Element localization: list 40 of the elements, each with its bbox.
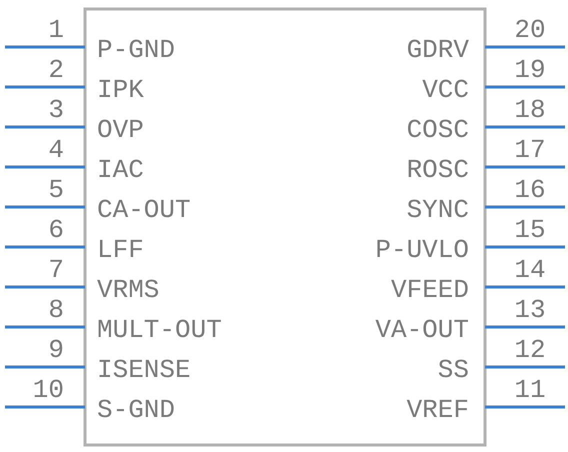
pin-name: VRMS [97, 275, 160, 305]
pin-number: 3 [48, 95, 64, 125]
pin-number: 2 [48, 55, 64, 85]
pin-name: GDRV [406, 35, 469, 65]
pin-number: 14 [514, 255, 546, 285]
pin-number: 18 [514, 95, 546, 125]
pin-name: CA-OUT [97, 195, 191, 225]
pin-number: 15 [514, 215, 546, 245]
pin-number: 10 [32, 375, 64, 405]
pin-name: VREF [406, 395, 469, 425]
pin-number: 13 [514, 295, 546, 325]
pin-name: P-UVLO [375, 235, 469, 265]
pin-name: MULT-OUT [97, 315, 222, 345]
pin-name: VFEED [390, 275, 469, 305]
pin-name: LFF [97, 235, 144, 265]
pin-number: 19 [514, 55, 546, 85]
pin-name: IAC [97, 155, 144, 185]
pin-number: 11 [514, 375, 546, 405]
pin-number: 6 [48, 215, 64, 245]
pin-name: IPK [97, 75, 144, 105]
pin-number: 12 [514, 335, 546, 365]
pin-name: VCC [422, 75, 469, 105]
pin-name: S-GND [97, 395, 176, 425]
pin-number: 16 [514, 175, 546, 205]
pin-name: OVP [97, 115, 144, 145]
pin-number: 8 [48, 295, 64, 325]
pin-number: 5 [48, 175, 64, 205]
pin-name: SYNC [406, 195, 469, 225]
pin-number: 17 [514, 135, 546, 165]
pin-number: 9 [48, 335, 64, 365]
pin-number: 1 [48, 15, 64, 45]
pin-number: 7 [48, 255, 64, 285]
pin-name: VA-OUT [375, 315, 469, 345]
pin-number: 4 [48, 135, 64, 165]
pin-name: ROSC [406, 155, 469, 185]
pin-name: SS [438, 355, 469, 385]
pin-name: COSC [406, 115, 469, 145]
pin-name: ISENSE [97, 355, 191, 385]
pin-number: 20 [514, 15, 546, 45]
pin-name: P-GND [97, 35, 176, 65]
